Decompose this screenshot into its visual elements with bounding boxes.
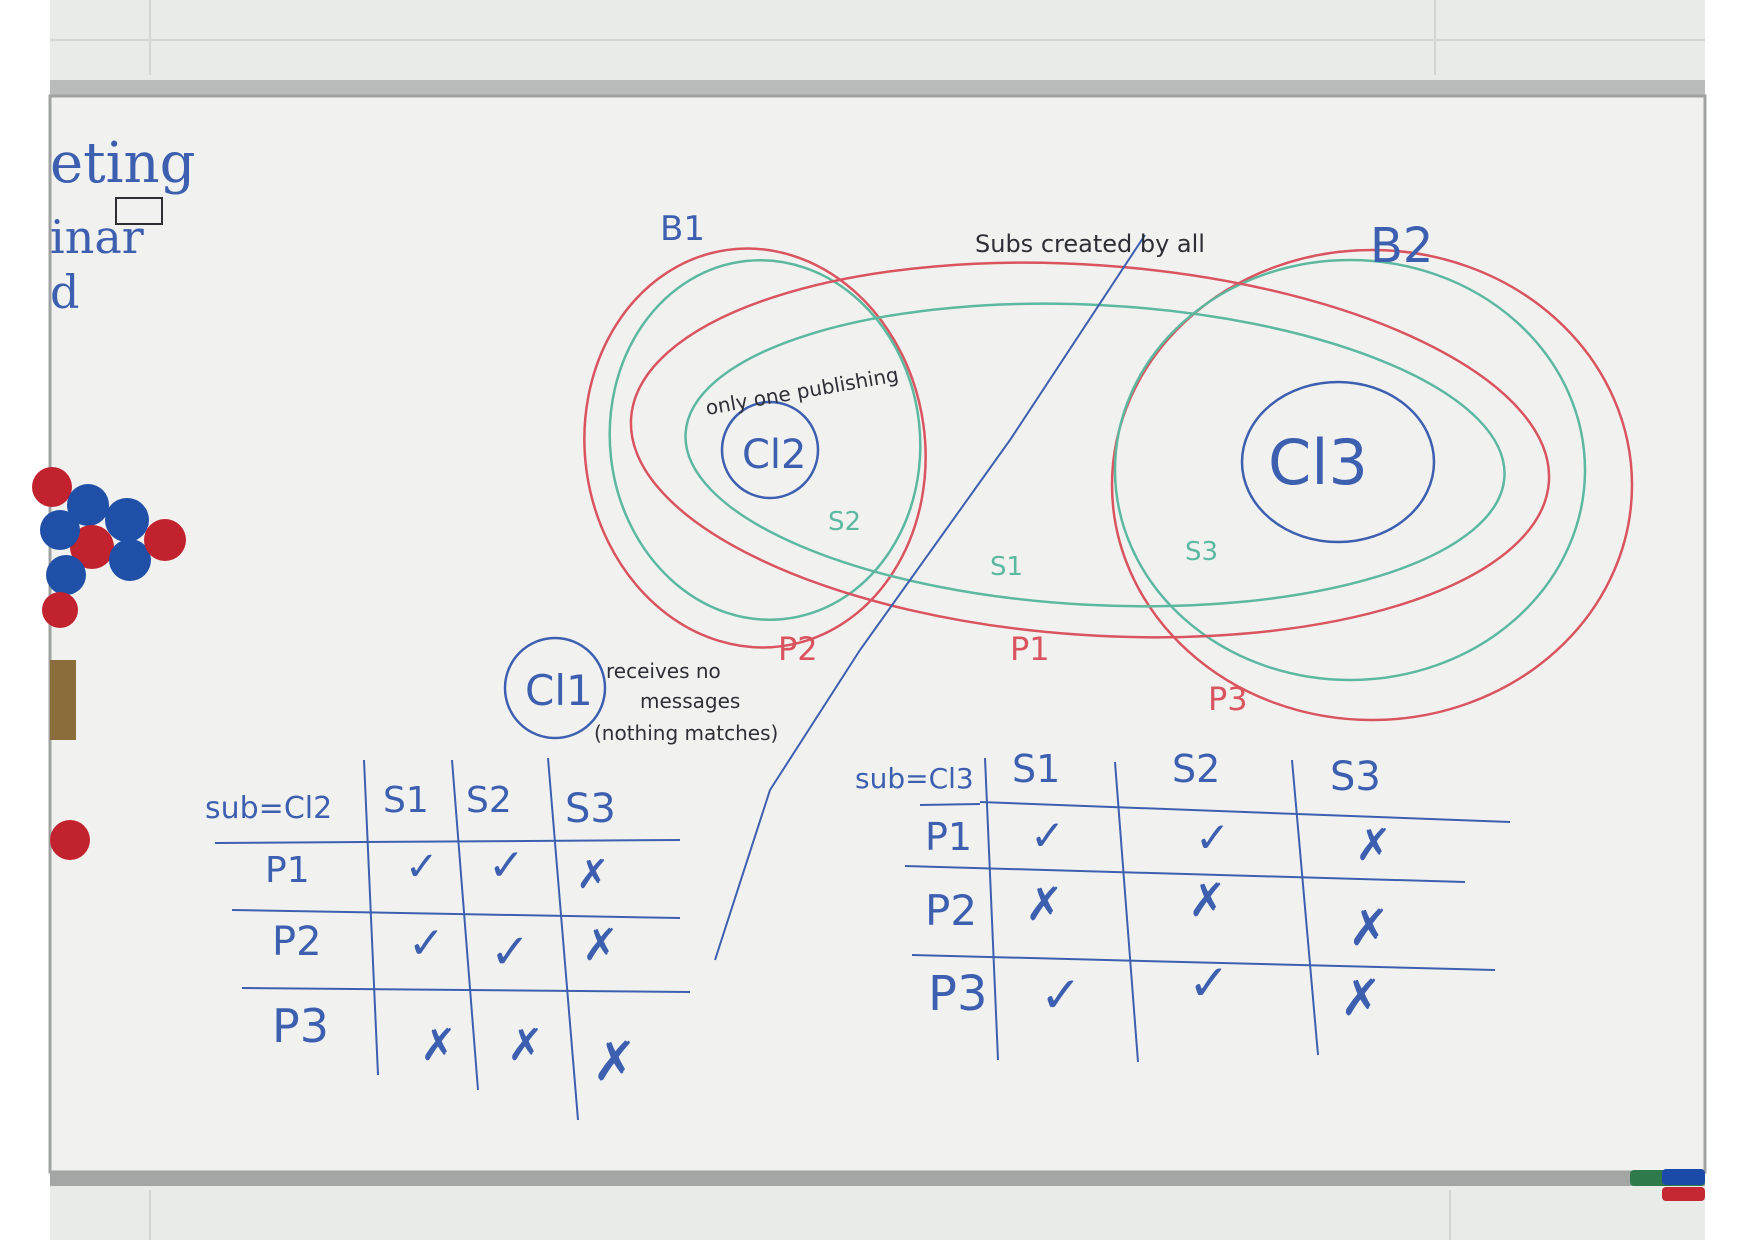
table-right-cell: ✗ <box>1355 820 1392 871</box>
left-edge-word: d <box>50 265 79 319</box>
p1-label: P1 <box>1010 630 1050 668</box>
b2-green-circle <box>1113 258 1587 682</box>
s1-green-loop <box>684 302 1506 608</box>
marker-tray <box>50 1172 1705 1186</box>
left-edge-word: inar <box>50 210 144 264</box>
table-line <box>231 909 681 919</box>
cl3-label: Cl3 <box>1268 426 1368 499</box>
magnet-cluster <box>32 467 186 628</box>
table-right-header-sub: sub=Cl3 <box>855 762 974 795</box>
table-line <box>1291 759 1319 1056</box>
left-edge-word: eting <box>50 131 195 196</box>
table-left-cell: ✓ <box>405 844 439 890</box>
table-left-header-sub: sub=Cl2 <box>205 791 332 826</box>
s1-label: S1 <box>990 552 1023 582</box>
table-line <box>547 757 579 1121</box>
b1-red-circle <box>583 247 927 649</box>
table-left-cell: ✗ <box>592 1030 637 1093</box>
table-left-cell: ✓ <box>488 840 525 891</box>
table-line <box>904 865 1466 883</box>
table-line <box>919 803 981 806</box>
table-left-cell: ✓ <box>490 924 530 980</box>
table-left-row-label: P1 <box>265 850 310 891</box>
table-line <box>214 839 681 844</box>
table-left-header-s3: S3 <box>565 786 616 832</box>
table-right-header-s2: S2 <box>1172 747 1220 791</box>
table-left-cell: ✗ <box>582 920 619 971</box>
table-left-cell: ✓ <box>408 918 445 969</box>
pinned-paper <box>50 660 76 740</box>
red-magnet <box>50 820 90 860</box>
table-left: sub=Cl2 S1 S2 S3 P1 ✓ ✓ ✗ P2 ✓ ✓ ✗ P3 ✗ … <box>205 757 691 1121</box>
table-right-cell: ✓ <box>1188 954 1230 1012</box>
table-left-cell: ✗ <box>420 1020 457 1071</box>
table-left-row-label: P3 <box>272 999 329 1053</box>
table-line <box>451 759 479 1091</box>
table-line <box>241 987 691 993</box>
cl1-note-line1: receives no <box>606 659 721 683</box>
cl2-circle <box>720 400 820 500</box>
table-right-cell: ✗ <box>1188 873 1227 927</box>
table-right-row-label: P2 <box>925 886 977 935</box>
diagonal-divider-line <box>714 234 1146 961</box>
cl1-note-line3: (nothing matches) <box>594 721 778 745</box>
table-line <box>1114 761 1139 1063</box>
table-right-header-s3: S3 <box>1330 754 1381 800</box>
whiteboard-surface <box>50 96 1705 1172</box>
cl3-circle <box>1240 380 1436 544</box>
table-right: sub=Cl3 S1 S2 S3 P1 ✓ ✓ ✗ P2 ✗ ✗ ✗ P3 ✓ … <box>855 747 1511 1063</box>
table-right-header-s1: S1 <box>1012 747 1060 791</box>
table-right-cell: ✓ <box>1030 811 1065 860</box>
subs-created-label: Subs created by all <box>975 230 1205 258</box>
s2-label: S2 <box>828 507 861 537</box>
table-right-cell: ✗ <box>1340 969 1382 1027</box>
p2-label: P2 <box>778 630 818 668</box>
blue-marker <box>1662 1169 1705 1185</box>
table-left-row-label: P2 <box>272 919 322 965</box>
table-left-header-s2: S2 <box>466 780 512 821</box>
table-left-header-s1: S1 <box>383 780 429 821</box>
b2-label: B2 <box>1370 218 1433 274</box>
table-right-row-label: P1 <box>925 815 972 859</box>
table-right-row-label: P3 <box>928 966 987 1022</box>
small-sketch-box <box>115 197 163 225</box>
table-right-cell: ✓ <box>1195 813 1230 862</box>
red-marker <box>1662 1187 1705 1201</box>
b1-label: B1 <box>660 209 705 249</box>
cl1-label: Cl1 <box>525 666 593 715</box>
cl1-note-line2: messages <box>640 689 740 713</box>
table-line <box>979 801 1511 823</box>
p3-label: P3 <box>1208 680 1248 718</box>
s3-label: S3 <box>1185 537 1218 567</box>
table-right-cell: ✗ <box>1348 899 1390 957</box>
table-right-cell: ✓ <box>1040 966 1082 1024</box>
b1-green-circle <box>608 259 922 621</box>
table-line <box>363 759 379 1076</box>
cl2-label: Cl2 <box>742 432 807 478</box>
table-left-cell: ✗ <box>507 1020 544 1071</box>
cl1-circle <box>503 636 607 740</box>
p1-red-loop <box>629 261 1551 639</box>
table-right-cell: ✗ <box>1025 877 1064 931</box>
table-left-cell: ✗ <box>576 852 610 898</box>
b2-red-circle <box>1110 248 1634 722</box>
table-line <box>911 954 1496 971</box>
table-line <box>984 757 999 1061</box>
